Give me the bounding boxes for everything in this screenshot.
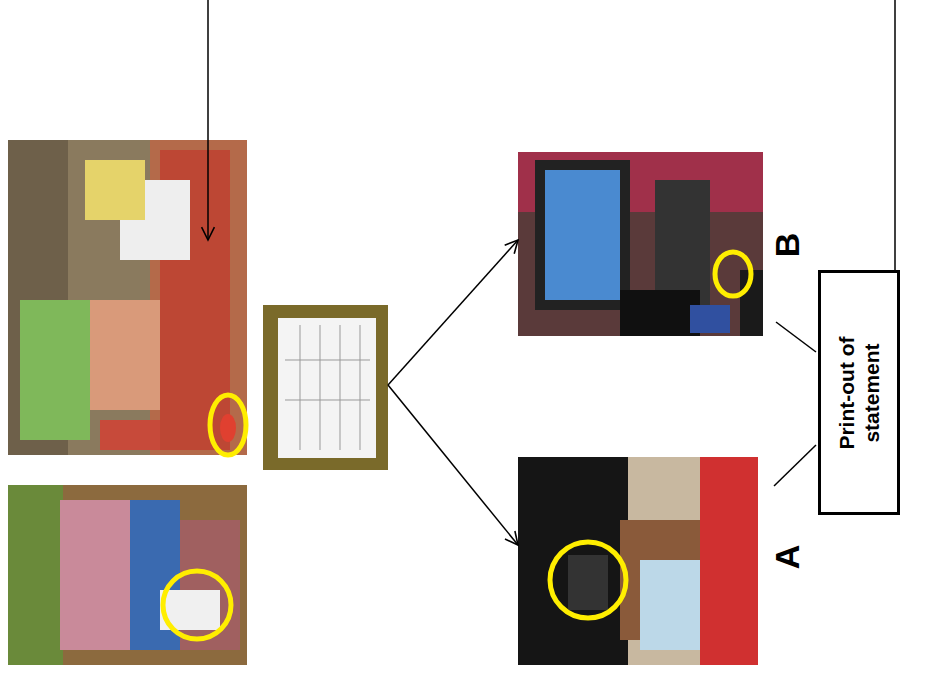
computer-photo (518, 152, 763, 336)
photo-letter: B (770, 232, 804, 257)
photo-letter: A (770, 544, 804, 569)
meeting-photo (8, 485, 247, 665)
group-photo (8, 140, 247, 455)
flow-lines (208, 0, 895, 545)
ledger-photo (263, 305, 388, 470)
phone-photo (518, 457, 758, 665)
box-text: Print-out of statement (834, 318, 884, 468)
statement-box: Print-out of statement (818, 270, 900, 515)
